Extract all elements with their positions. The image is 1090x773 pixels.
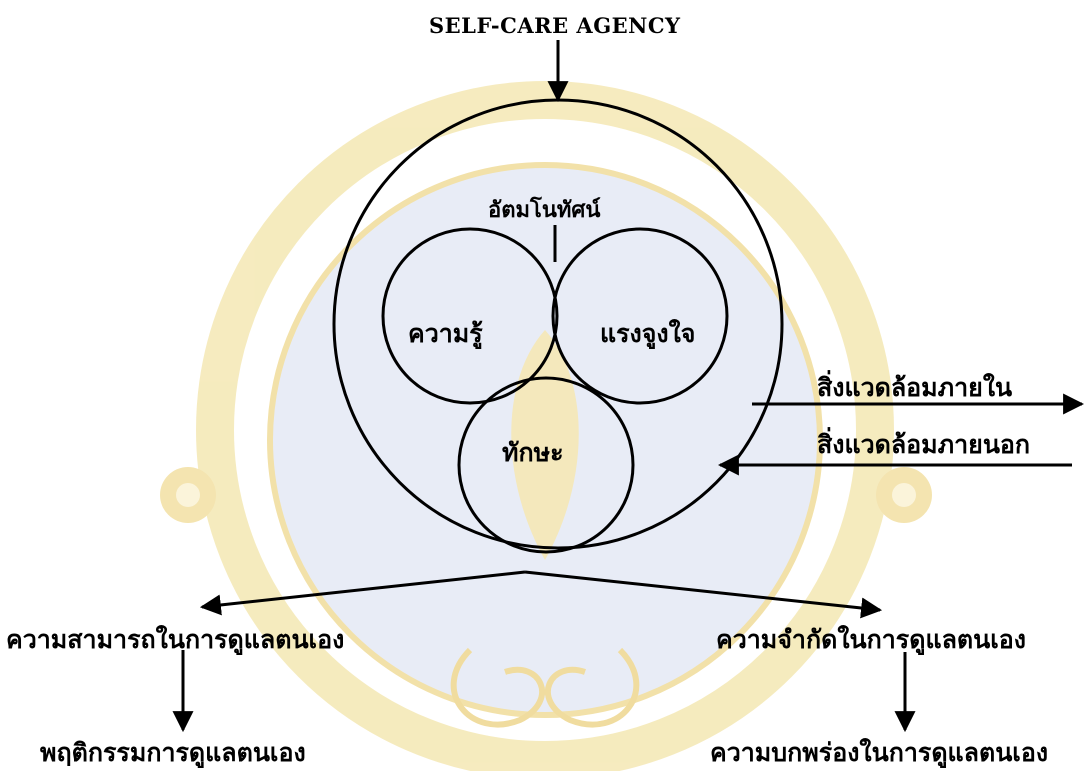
limitation-arrow	[525, 572, 880, 610]
skill-label: ทักษะ	[502, 433, 564, 473]
internal-env-label: สิ่งแวดล้อมภายใน	[817, 368, 1012, 408]
deficit-label: ความบกพร่องในการดูแลตนเอง	[710, 733, 1048, 773]
motivation-label: แรงจูงใจ	[600, 314, 695, 354]
ability-arrow	[202, 572, 525, 607]
behavior-label: พฤติกรรมการดูแลตนเอง	[40, 733, 306, 773]
diagram-title: SELF-CARE AGENCY	[429, 13, 681, 38]
external-env-label: สิ่งแวดล้อมภายนอก	[817, 425, 1030, 465]
limitation-label: ความจำกัดในการดูแลตนเอง	[716, 620, 1026, 660]
ability-label: ความสามารถในการดูแลตนเอง	[6, 620, 344, 660]
knowledge-label: ความรู้	[408, 314, 483, 354]
self-concept-label: อัตมโนทัศน์	[488, 192, 600, 227]
